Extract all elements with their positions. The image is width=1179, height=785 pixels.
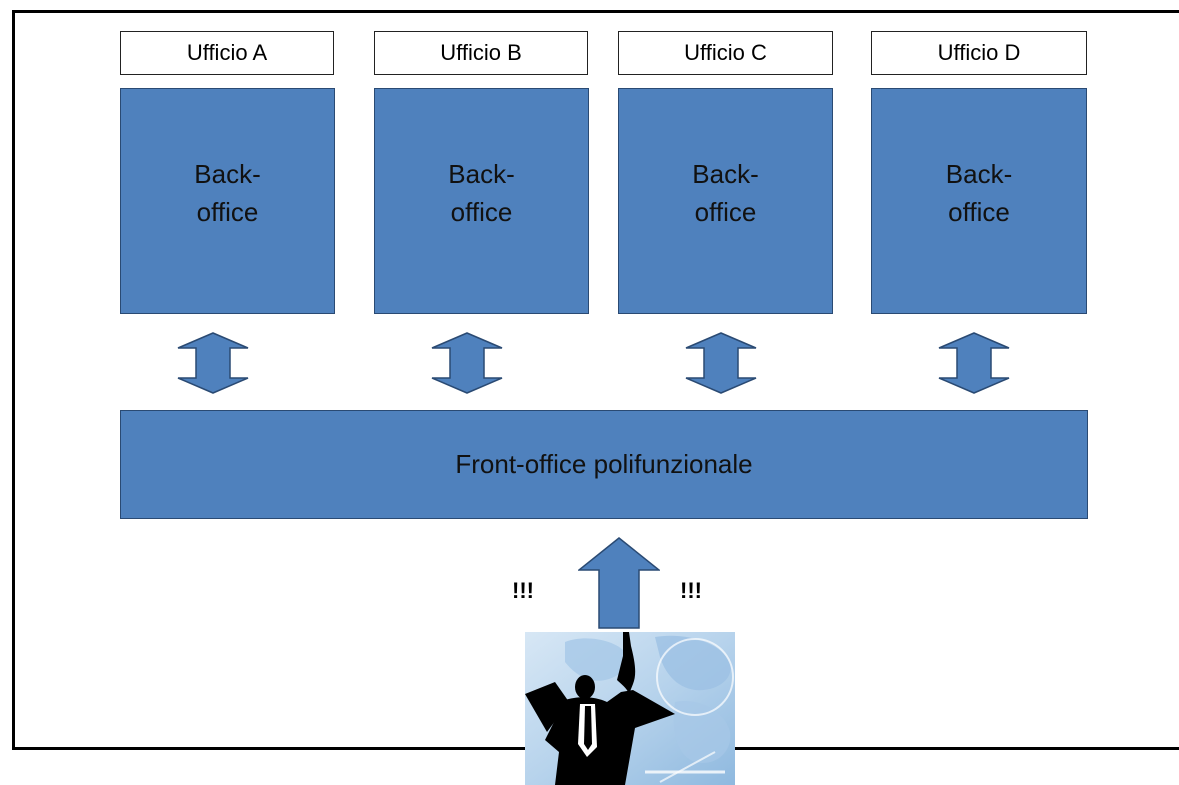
backoffice-line1: Back-	[194, 159, 261, 189]
double-arrow-a-icon	[177, 332, 249, 394]
businessman-picture	[525, 632, 735, 785]
double-arrow-b-icon	[431, 332, 503, 394]
backoffice-line1: Back-	[448, 159, 515, 189]
office-a-label: Ufficio A	[120, 31, 334, 75]
backoffice-line2: office	[948, 197, 1010, 227]
double-arrow-d-icon	[938, 332, 1010, 394]
office-c-label: Ufficio C	[618, 31, 833, 75]
office-b-label: Ufficio B	[374, 31, 588, 75]
backoffice-line1: Back-	[692, 159, 759, 189]
backoffice-line1: Back-	[945, 159, 1013, 189]
double-arrow-c-icon	[685, 332, 757, 394]
front-office-label: Front-office polifunzionale	[455, 449, 753, 479]
backoffice-line2: office	[196, 197, 259, 227]
backoffice-line2: office	[450, 197, 513, 227]
office-b-backoffice: Back-office	[374, 88, 589, 314]
office-d-backoffice: Back-office	[871, 88, 1087, 314]
office-a-backoffice: Back-office	[120, 88, 335, 314]
exclaim-left: !!!	[512, 578, 534, 603]
backoffice-line2: office	[694, 197, 757, 227]
office-c-backoffice: Back-office	[618, 88, 833, 314]
up-arrow-icon	[578, 537, 660, 629]
front-office-box: Front-office polifunzionale	[120, 410, 1088, 519]
exclaim-right: !!!	[680, 578, 702, 603]
office-d-label: Ufficio D	[871, 31, 1087, 75]
